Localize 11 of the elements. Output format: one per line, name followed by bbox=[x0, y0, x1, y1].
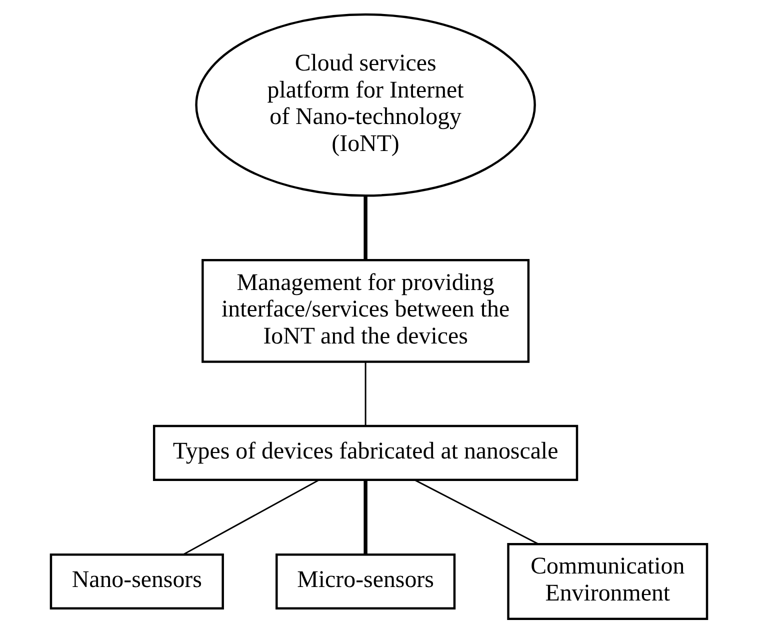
node-box: Nano-sensors bbox=[49, 553, 224, 610]
connector bbox=[364, 362, 366, 426]
node-box: Communication Environment bbox=[506, 543, 708, 620]
connector bbox=[363, 196, 367, 260]
connector bbox=[414, 480, 538, 545]
node-ellipse: Cloud services platform for Internet of Nano-technology (IoNT) bbox=[194, 13, 536, 197]
node-box: Micro-sensors bbox=[275, 553, 456, 610]
node-box: Types of devices fabricated at nanoscale bbox=[152, 424, 578, 481]
connector bbox=[182, 480, 319, 556]
connector bbox=[363, 480, 367, 554]
node-box: Management for providing interface/services between the IoNT and the devices bbox=[201, 259, 530, 363]
